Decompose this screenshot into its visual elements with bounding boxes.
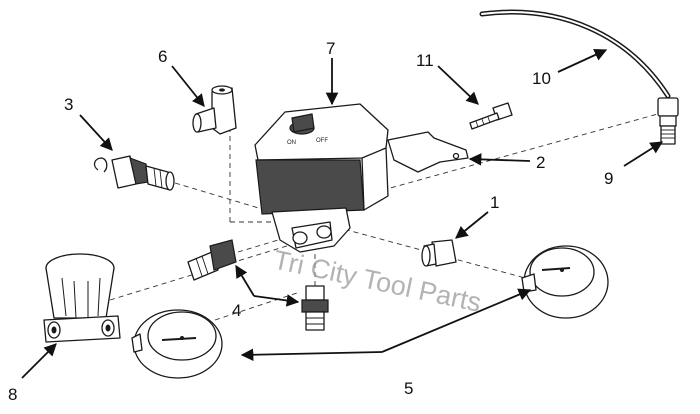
pressure-gauge-part — [521, 245, 609, 319]
safety-valve-part — [93, 155, 175, 191]
callout-8: 8 — [8, 385, 17, 404]
leader-arrows — [21, 48, 664, 379]
callout-2: 2 — [536, 153, 545, 172]
callout-9: 9 — [604, 169, 613, 188]
nipple-fitting-part — [301, 285, 329, 331]
callout-5: 5 — [404, 379, 413, 398]
callout-1: 1 — [490, 193, 499, 212]
switch-on-label: ON — [287, 140, 296, 146]
switch-off-label: OFF — [316, 138, 328, 144]
callout-11: 11 — [416, 51, 434, 70]
elbow-fitting-part — [192, 85, 237, 135]
mounting-bracket-part — [387, 131, 469, 173]
tube-fitting-part — [657, 97, 679, 145]
screw-part — [469, 102, 513, 130]
callout-6: 6 — [158, 47, 167, 66]
pressure-gauge-part — [131, 309, 223, 379]
pressure-switch-part: ON OFF — [254, 103, 389, 253]
regulator-part — [43, 253, 121, 343]
reducer-fitting-part — [421, 239, 457, 267]
callout-7: 7 — [326, 39, 335, 58]
air-tube-part — [479, 9, 671, 99]
callout-3: 3 — [64, 95, 73, 114]
callout-4: 4 — [232, 301, 241, 320]
nipple-fitting-part — [187, 239, 237, 281]
callout-10: 10 — [532, 69, 551, 88]
